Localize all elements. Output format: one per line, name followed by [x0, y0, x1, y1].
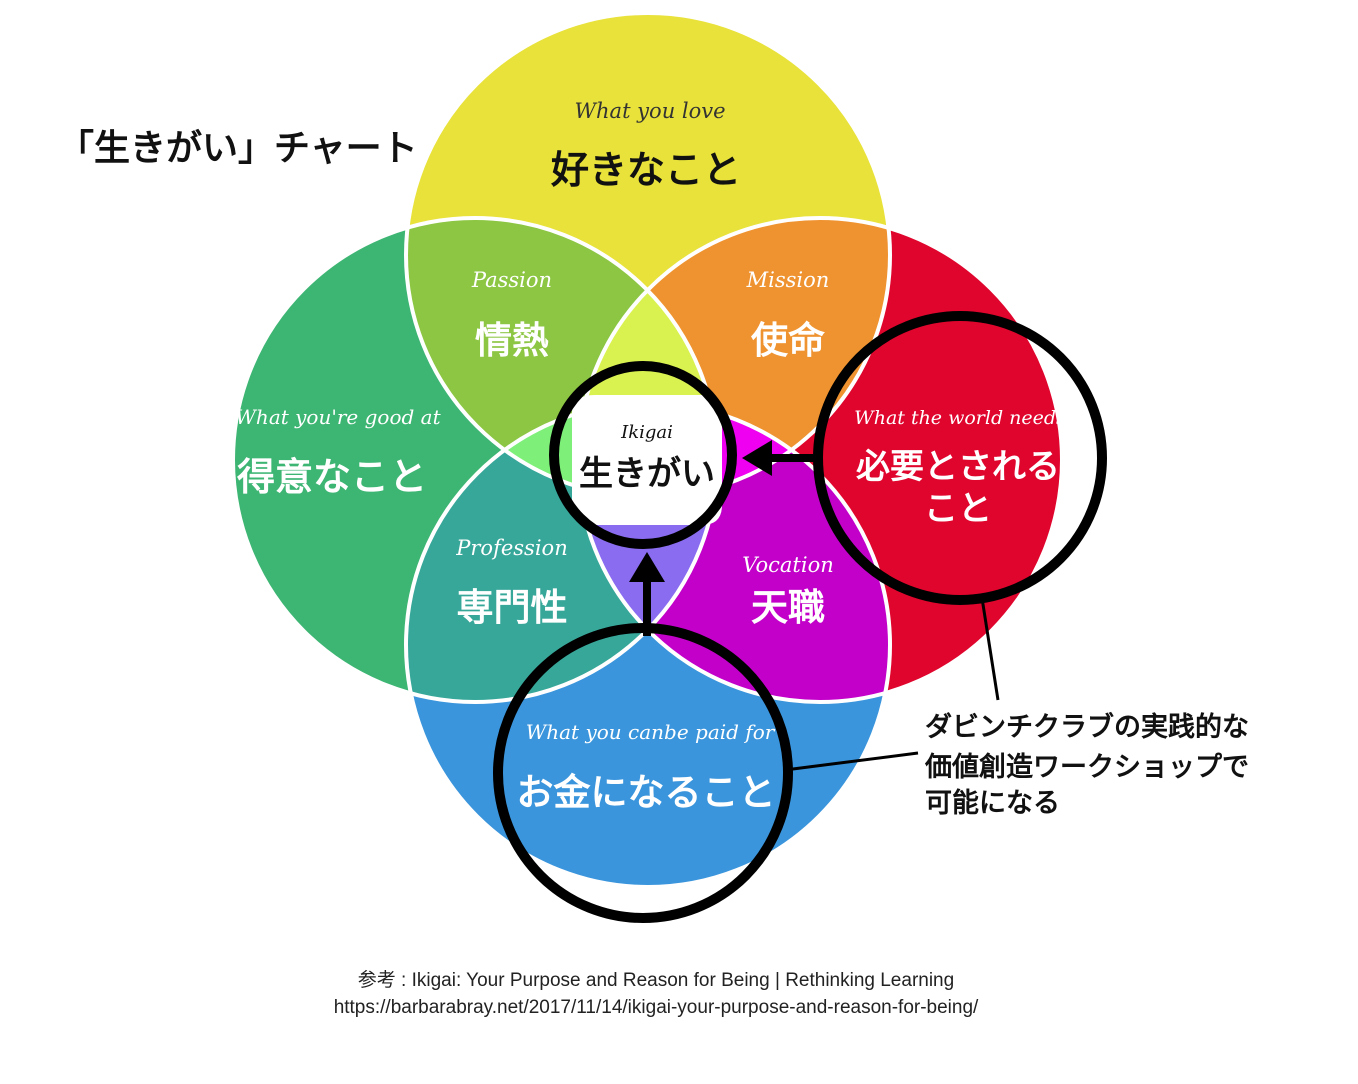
world-needs-ja-label-1: 必要とされる [856, 447, 1060, 487]
love-ja-label: 好きなこと [550, 148, 741, 192]
footer-reference: 参考 : Ikigai: Your Purpose and Reason for… [358, 969, 954, 991]
mission-en-label: Mission [746, 268, 830, 292]
love-en-label: What you love [574, 99, 725, 123]
paid-for-en-label: What you canbe paid for [526, 720, 776, 744]
highlight-ring-ikigai [549, 361, 737, 549]
profession-en-label: Profession [455, 536, 567, 560]
ikigai-ja-label: 生きがい [579, 454, 715, 494]
callout-leader-paid-for [784, 751, 919, 772]
vocation-en-label: Vocation [742, 553, 834, 577]
profession-ja-label: 専門性 [457, 586, 568, 629]
callout-line-3: 可能になる [925, 787, 1060, 819]
arrow-from-world-needs [742, 440, 818, 476]
passion-ja-label: 情熱 [475, 319, 549, 362]
footer-url: https://barbarabray.net/2017/11/14/ikiga… [334, 997, 979, 1018]
arrow-from-paid-for [629, 552, 665, 636]
callout-line-1: ダビンチクラブの実践的な [925, 711, 1249, 743]
callout-line-2: 価値創造ワークショップで [924, 752, 1249, 783]
vocation-ja-label: 天職 [751, 586, 825, 629]
good-at-ja-label: 得意なこと [237, 455, 427, 499]
passion-en-label: Passion [471, 268, 552, 292]
world-needs-ja-label-2: こと [924, 489, 992, 529]
paid-for-ja-label: お金になること [517, 771, 776, 814]
world-needs-en-label: What the world needs [854, 407, 1066, 429]
ikigai-center [572, 395, 722, 525]
mission-ja-label: 使命 [751, 319, 825, 362]
ikigai-en-label: Ikigai [620, 422, 673, 443]
good-at-en-label: What you're good at [235, 405, 441, 429]
callout-leader-world-needs [980, 597, 1000, 701]
chart-title: 「生きがい」チャート [58, 128, 418, 169]
